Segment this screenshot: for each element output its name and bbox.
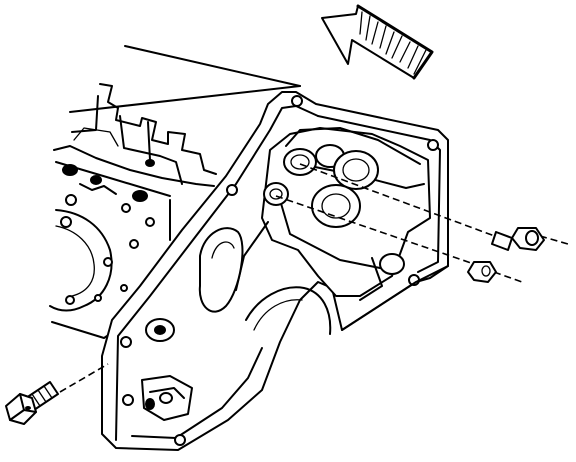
engine-block [49,45,301,339]
upper-dowel-sleeve [299,163,569,251]
lower-dowel-sleeve [275,195,523,283]
arrow-up-left-icon [321,4,434,80]
side-bolt [5,363,109,425]
front-cover [101,91,449,451]
